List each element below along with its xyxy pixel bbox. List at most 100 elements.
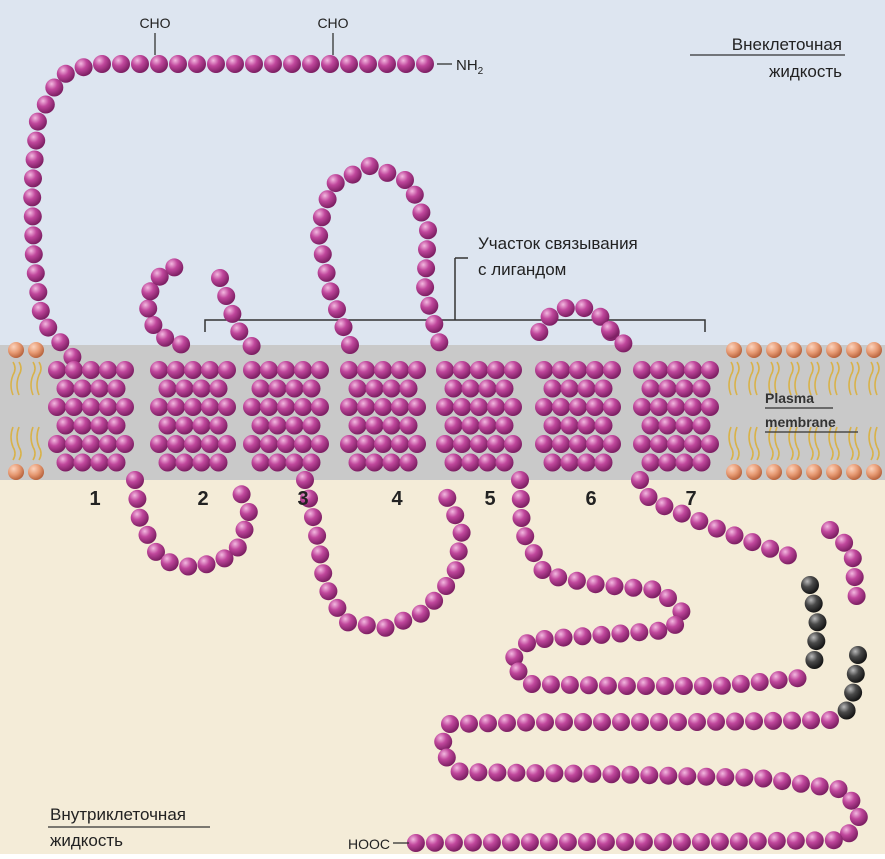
residue-bead bbox=[552, 361, 570, 379]
residue-bead bbox=[412, 204, 430, 222]
residue-bead bbox=[167, 435, 185, 453]
residue-bead bbox=[318, 264, 336, 282]
residue-bead bbox=[745, 712, 763, 730]
residue-bead bbox=[108, 380, 126, 398]
residue-bead bbox=[396, 171, 414, 189]
residue-bead bbox=[578, 417, 596, 435]
residue-bead bbox=[684, 435, 702, 453]
residue-bead bbox=[640, 766, 658, 784]
intracellular-label-2: жидкость bbox=[50, 831, 123, 850]
residue-bead bbox=[252, 417, 270, 435]
residue-bead bbox=[436, 398, 454, 416]
residue-bead bbox=[650, 713, 668, 731]
residue-bead bbox=[633, 361, 651, 379]
residue-bead bbox=[635, 833, 653, 851]
residue-bead bbox=[534, 561, 552, 579]
cho-label-1: CHO bbox=[139, 15, 170, 31]
residue-bead bbox=[217, 287, 235, 305]
helix-number: 3 bbox=[297, 488, 308, 510]
residue-bead bbox=[586, 398, 604, 416]
residue-bead bbox=[99, 435, 117, 453]
residue-bead bbox=[243, 361, 261, 379]
residue-bead bbox=[233, 485, 251, 503]
residue-bead bbox=[569, 361, 587, 379]
residue-bead bbox=[487, 361, 505, 379]
residue-bead bbox=[176, 417, 194, 435]
residue-bead bbox=[697, 768, 715, 786]
residue-bead bbox=[294, 435, 312, 453]
residue-bead bbox=[640, 488, 658, 506]
residue-bead bbox=[561, 417, 579, 435]
residue-bead bbox=[303, 417, 321, 435]
residue-bead bbox=[441, 715, 459, 733]
residue-bead bbox=[420, 297, 438, 315]
residue-bead bbox=[453, 435, 471, 453]
residue-bead bbox=[637, 677, 655, 695]
residue-bead bbox=[516, 527, 534, 545]
residue-bead bbox=[479, 417, 497, 435]
residue-bead bbox=[751, 673, 769, 691]
residue-bead bbox=[616, 833, 634, 851]
residue-bead bbox=[260, 435, 278, 453]
residue-bead bbox=[319, 582, 337, 600]
residue-bead bbox=[340, 398, 358, 416]
residue-bead bbox=[666, 616, 684, 634]
residue-bead bbox=[621, 766, 639, 784]
residue-bead bbox=[37, 96, 55, 114]
residue-bead bbox=[693, 380, 711, 398]
residue-bead bbox=[595, 417, 613, 435]
residue-bead bbox=[811, 777, 829, 795]
residue-bead bbox=[650, 398, 668, 416]
residue-bead bbox=[587, 575, 605, 593]
residue-bead bbox=[535, 398, 553, 416]
residue-bead bbox=[236, 521, 254, 539]
residue-bead bbox=[669, 713, 687, 731]
residue-bead bbox=[75, 58, 93, 76]
residue-bead bbox=[230, 323, 248, 341]
residue-bead bbox=[311, 435, 329, 453]
residue-bead bbox=[311, 545, 329, 563]
residue-bead-dark bbox=[844, 684, 862, 702]
residue-bead bbox=[445, 380, 463, 398]
residue-bead bbox=[167, 398, 185, 416]
residue-bead bbox=[406, 186, 424, 204]
residue-bead bbox=[366, 417, 384, 435]
residue-bead bbox=[707, 713, 725, 731]
residue-bead bbox=[328, 599, 346, 617]
residue-bead bbox=[32, 302, 50, 320]
residue-bead bbox=[552, 398, 570, 416]
residue-bead bbox=[462, 454, 480, 472]
residue-bead bbox=[357, 361, 375, 379]
residue-bead bbox=[713, 677, 731, 695]
residue-bead bbox=[593, 713, 611, 731]
residue-bead bbox=[383, 454, 401, 472]
residue-bead bbox=[65, 398, 83, 416]
plasma-membrane-label-2: membrane bbox=[765, 414, 836, 430]
residue-bead bbox=[659, 380, 677, 398]
residue-bead bbox=[450, 542, 468, 560]
residue-bead bbox=[310, 227, 328, 245]
residue-bead bbox=[218, 398, 236, 416]
residue-bead bbox=[701, 361, 719, 379]
residue-bead bbox=[359, 55, 377, 73]
residue-bead bbox=[243, 398, 261, 416]
residue-bead bbox=[684, 361, 702, 379]
residue-bead bbox=[304, 508, 322, 526]
residue-bead bbox=[294, 398, 312, 416]
residue-bead bbox=[139, 300, 157, 318]
residue-bead bbox=[611, 625, 629, 643]
residue-bead bbox=[667, 435, 685, 453]
residue-bead bbox=[327, 174, 345, 192]
residue-bead bbox=[159, 454, 177, 472]
residue-bead bbox=[159, 417, 177, 435]
residue-bead bbox=[568, 572, 586, 590]
residue-bead bbox=[322, 282, 340, 300]
residue-bead bbox=[743, 533, 761, 551]
residue-bead bbox=[358, 616, 376, 634]
residue-bead bbox=[112, 55, 130, 73]
residue-bead bbox=[408, 398, 426, 416]
residue-bead bbox=[779, 546, 797, 564]
residue-bead bbox=[296, 471, 314, 489]
residue-bead bbox=[583, 765, 601, 783]
